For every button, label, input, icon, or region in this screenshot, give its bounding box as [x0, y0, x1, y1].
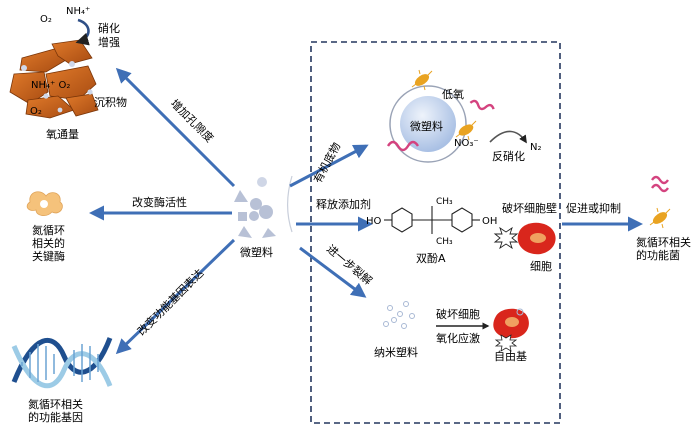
denitrification-arrow — [489, 130, 527, 144]
oxygen-flux-label: 氧通量 — [46, 127, 79, 141]
no3-label: NO₃⁻ — [454, 138, 479, 149]
arrow-enzyme-label: 改变酶活性 — [132, 195, 187, 209]
arrow-porosity-label: 增加孔隙度 — [168, 96, 217, 145]
bpa-label: 双酚A — [416, 251, 446, 265]
o2-bottom-label: O₂ — [30, 106, 42, 117]
arrow-gene-label: 改变功能基因表达 — [134, 266, 206, 338]
nh4-label: NH₄⁺ — [66, 6, 90, 17]
free-radical-label: 自由基 — [494, 349, 527, 363]
nh4-o2-inside-label: NH₄⁺ O₂ — [31, 80, 70, 91]
nano-plastics-label: 纳米塑料 — [374, 345, 418, 359]
enzyme-label-3: 关键酶 — [32, 249, 65, 263]
bpa-structure — [384, 206, 480, 234]
low-oxygen-halo — [389, 85, 467, 163]
mechanism-box — [310, 41, 561, 424]
enzyme-label-1: 氮循环 — [32, 223, 65, 237]
arrow-break-label: 进一步裂解 — [324, 242, 375, 288]
gene-label-1: 氮循环相关 — [28, 397, 83, 411]
nano-plastics-icon — [383, 301, 415, 329]
promote-inhibit-label: 促进或抑制 — [566, 201, 621, 215]
squiggle-icon — [386, 140, 420, 152]
destroy-cell-label: 破坏细胞 — [436, 307, 480, 321]
functional-bacteria-label-1: 氮循环相关 — [636, 235, 691, 249]
bacterium-icon — [411, 69, 433, 91]
gene-label-2: 的功能基因 — [28, 410, 83, 424]
squiggle-icon — [469, 99, 495, 111]
enzyme-label-2: 相关的 — [32, 236, 65, 250]
destroy-wall-label: 破坏细胞壁 — [502, 201, 557, 215]
microplastics-icon — [234, 175, 293, 238]
dna-icon — [11, 337, 113, 389]
low-oxygen-label: 低氧 — [442, 87, 464, 101]
nitrification-label-1: 硝化 — [98, 21, 120, 35]
cell-icon — [493, 222, 556, 255]
nitrification-label-2: 增强 — [98, 35, 120, 49]
arrow-gene — [115, 238, 236, 355]
functional-bacteria-label-2: 的功能菌 — [636, 248, 680, 262]
o2-top-label: O₂ — [40, 14, 52, 25]
ch3-bottom-label: CH₃ — [436, 237, 453, 247]
enzyme-icon — [26, 191, 63, 216]
cell-label: 细胞 — [530, 260, 552, 273]
microplastic-sphere — [400, 96, 456, 152]
nitrification-curve-arrow — [75, 18, 90, 46]
bacterium-icon — [455, 120, 477, 141]
squiggle-icon — [651, 183, 669, 193]
ho-label: HO — [366, 216, 382, 227]
arrow-break — [299, 246, 367, 298]
sediment-icon — [9, 39, 99, 119]
sediment-label: 沉积物 — [94, 95, 127, 109]
arrow-additive-label: 释放添加剂 — [316, 197, 371, 211]
oxidative-stress-label: 氧化应激 — [436, 331, 480, 345]
sphere-mp-label: 微塑料 — [410, 119, 443, 133]
oh-label: OH — [482, 216, 497, 227]
free-radical-cell-icon — [493, 308, 529, 352]
microplastics-label: 微塑料 — [240, 245, 273, 259]
arrow-porosity — [115, 67, 236, 188]
arrow-organic-label: 有机底物 — [310, 140, 343, 185]
denitrification-label: 反硝化 — [492, 149, 525, 163]
arrow-organic — [289, 144, 369, 188]
functional-bacterium-icon — [649, 207, 671, 229]
n2-label: N₂ — [530, 142, 542, 153]
squiggle-icon — [651, 175, 669, 185]
ch3-top-label: CH₃ — [436, 197, 453, 207]
